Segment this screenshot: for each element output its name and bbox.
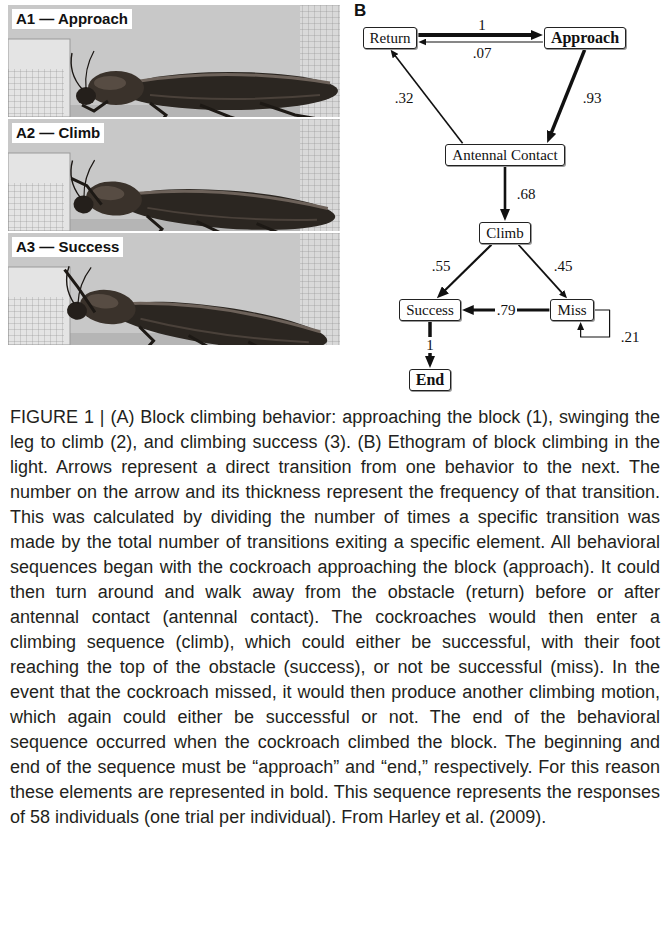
illustration-part [8, 5, 340, 117]
transition-frequency: 1 [424, 337, 436, 353]
illustration-part [66, 158, 338, 231]
transition-frequency: .79 [495, 302, 518, 318]
behavior-box: Antennal Contact [445, 144, 564, 166]
panel-label: A2 — Climb [12, 123, 104, 143]
photo-frame [8, 5, 340, 127]
transition-frequency: 1 [476, 17, 488, 33]
photo-frame [8, 233, 340, 355]
node-label: Approach [551, 29, 619, 47]
node-label: End [416, 371, 444, 389]
node-label: Success [406, 301, 454, 319]
illustration-part [71, 51, 338, 117]
panel-label: B [352, 2, 368, 20]
transition-arrow [504, 167, 507, 211]
figure-caption: FIGURE 1 | (A) Block climbing behavior: … [10, 405, 660, 830]
transition-frequency: .45 [552, 258, 575, 274]
illustration-part [70, 178, 104, 204]
illustration-part [8, 39, 70, 117]
illustration-part [58, 264, 333, 345]
panel-label: A3 — Success [12, 237, 123, 257]
transition-frequency: .07 [471, 45, 494, 61]
behavior-box: Success [399, 299, 461, 321]
illustration-part [71, 51, 338, 117]
illustration-part [8, 297, 64, 345]
panel-label: A1 — Approach [12, 9, 132, 29]
behavior-box: End [409, 369, 451, 391]
illustration-part [55, 264, 333, 345]
transition-arrow [418, 33, 533, 37]
photo-frame [8, 119, 340, 253]
illustration-part [8, 119, 340, 231]
transition-arrow [551, 50, 585, 134]
illustration-part [66, 158, 338, 231]
behavior-box: Approach [544, 27, 626, 49]
behavior-box: Return [363, 27, 418, 49]
transition-frequency: .21 [619, 329, 642, 345]
illustration-part [8, 183, 64, 231]
illustration-part [394, 35, 609, 358]
transition-frequency: .32 [393, 90, 416, 106]
transition-frequency: .68 [515, 186, 538, 202]
node-label: Antennal Contact [452, 146, 557, 164]
photo-panel [0, 0, 345, 355]
node-label: Return [370, 29, 411, 47]
behavior-box: Climb [479, 222, 531, 244]
illustration-part [8, 267, 70, 345]
illustration-part [8, 69, 64, 117]
transition-frequency: .55 [430, 258, 453, 274]
node-label: Miss [557, 301, 586, 319]
node-label: Climb [486, 224, 524, 242]
transition-frequency: .93 [581, 90, 604, 106]
behavior-box: Miss [550, 299, 593, 321]
illustration-part [82, 101, 108, 111]
transition-arrow [424, 41, 543, 42]
illustration-part [8, 153, 70, 231]
illustration-part [59, 270, 100, 313]
illustration-part [8, 233, 340, 345]
